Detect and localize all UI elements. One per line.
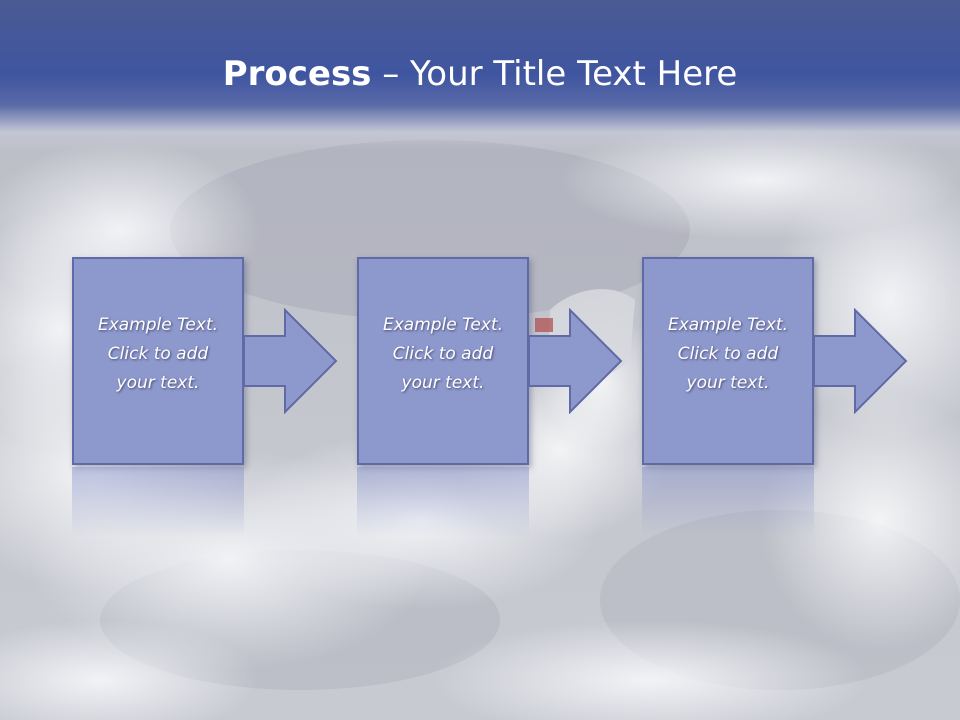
- title-rest-text: – Your Title Text Here: [371, 54, 738, 94]
- step-text[interactable]: Example Text. Click to add your text.: [363, 311, 523, 398]
- step-box: [357, 257, 529, 465]
- process-step-3[interactable]: Example Text. Click to add your text.: [642, 257, 814, 537]
- process-step-1[interactable]: Example Text. Click to add your text.: [72, 257, 244, 537]
- process-step-2[interactable]: Example Text. Click to add your text.: [357, 257, 529, 537]
- step-box: [642, 257, 814, 465]
- step-text[interactable]: Example Text. Click to add your text.: [78, 311, 238, 398]
- step-text[interactable]: Example Text. Click to add your text.: [648, 311, 808, 398]
- step-box: [72, 257, 244, 465]
- title-band: [0, 0, 960, 150]
- title-bold-text: Process: [222, 54, 372, 94]
- step-reflection: [72, 467, 244, 537]
- right-arrow-icon: [527, 308, 623, 414]
- step-text-line: your text.: [116, 373, 200, 393]
- right-arrow-icon: [242, 308, 338, 414]
- step-text-line: Example Text.: [382, 315, 504, 335]
- step-reflection: [642, 467, 814, 537]
- slide-title[interactable]: Process – Your Title Text Here: [0, 52, 960, 96]
- step-text-line: Example Text.: [667, 315, 789, 335]
- step-text-line: Click to add: [107, 344, 209, 364]
- step-text-line: your text.: [401, 373, 485, 393]
- right-arrow-icon: [812, 308, 908, 414]
- step-text-line: Click to add: [392, 344, 494, 364]
- step-text-line: Click to add: [677, 344, 779, 364]
- step-text-line: your text.: [686, 373, 770, 393]
- step-reflection: [357, 467, 529, 537]
- step-text-line: Example Text.: [97, 315, 219, 335]
